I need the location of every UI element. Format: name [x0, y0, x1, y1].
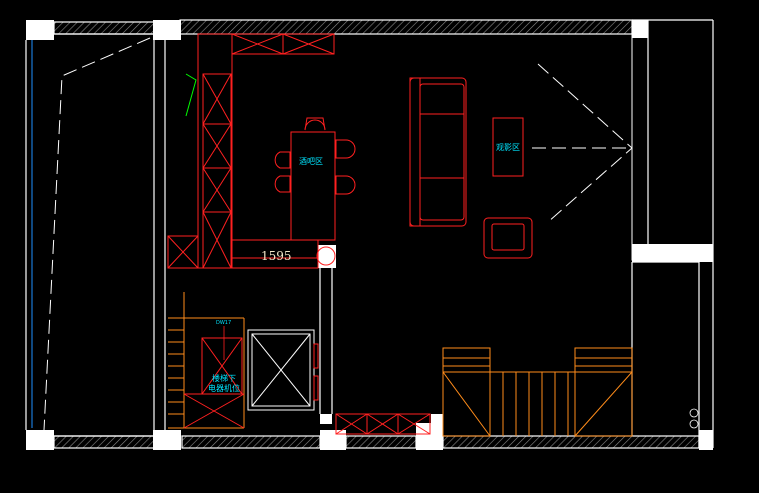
bottom-cabinets	[335, 413, 431, 435]
bar-table-set	[274, 117, 356, 266]
viewing-table	[492, 117, 524, 177]
viewing-area-label: 观影区	[496, 142, 520, 152]
bottom-left-wall	[53, 435, 155, 449]
fixture-circles	[689, 408, 699, 429]
bar-area-label: 酒吧区	[299, 157, 323, 166]
bottom-mid-wall	[181, 435, 321, 449]
stair-right	[442, 347, 633, 437]
top-left-wall	[53, 21, 155, 35]
stair-under-label-2: 电器机位	[208, 383, 240, 393]
armchair	[483, 217, 533, 259]
dimension-label: 1595	[261, 249, 292, 263]
sofa	[409, 77, 467, 227]
elevator-doors	[313, 343, 319, 401]
stair-left-red	[183, 337, 245, 429]
elevator	[247, 329, 315, 411]
door-mark	[185, 73, 197, 117]
walls	[25, 19, 714, 449]
bottom-right-wall	[442, 435, 700, 449]
columns	[26, 19, 713, 450]
dashed-lines	[43, 37, 633, 431]
tall-cabinets	[167, 33, 335, 269]
top-wall	[179, 19, 633, 35]
dw-tag: DW17	[216, 320, 231, 326]
bottom-center-wall	[345, 435, 417, 449]
stair-left	[168, 292, 245, 429]
stair-under-label-1: 楼梯下	[212, 373, 236, 383]
